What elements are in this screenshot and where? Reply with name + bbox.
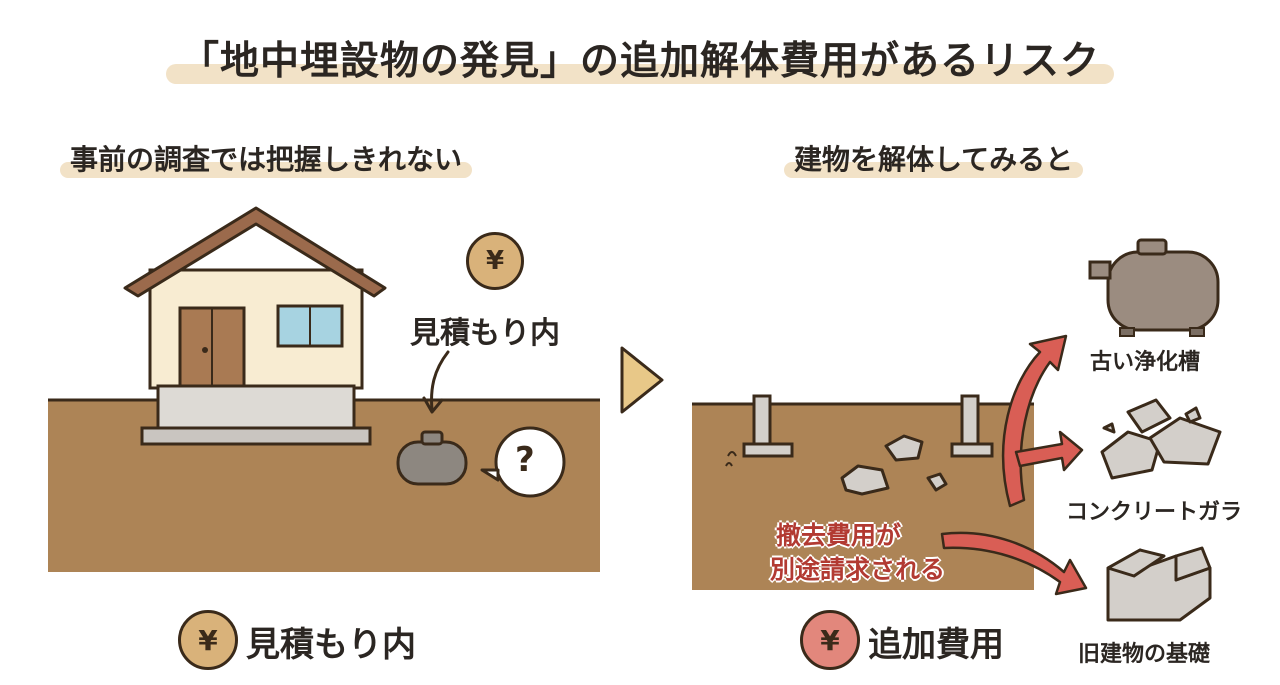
red-arrows-icon <box>940 334 1088 596</box>
removal-note-line2: 別途請求される <box>770 555 946 584</box>
yen-coin-left-icon: ¥ <box>178 610 238 670</box>
house-icon <box>123 206 387 446</box>
right-heading: 建物を解体してみると <box>784 138 1084 178</box>
removal-note-line1: 撤去費用が <box>776 521 902 550</box>
question-bubble-icon <box>480 426 566 498</box>
page-title: 「地中埋設物の発見」の追加解体費用があるリスク <box>165 30 1115 86</box>
yen-coin-top-icon: ¥ <box>466 232 524 290</box>
hidden-tank-icon <box>396 430 468 486</box>
callout-arrow <box>430 350 450 412</box>
buried-debris-icon <box>840 434 948 496</box>
old-foundation-icon <box>1106 546 1212 622</box>
item-label-septic-tank: 古い浄化槽 <box>1090 350 1201 375</box>
left-footer-label: 見積もり内 <box>246 625 416 665</box>
yen-coin-right-icon: ¥ <box>800 610 860 670</box>
septic-tank-icon <box>1088 238 1220 337</box>
item-label-old-foundation: 旧建物の基礎 <box>1078 642 1211 667</box>
question-mark: ? <box>515 440 535 480</box>
item-label-concrete-rubble: コンクリートガラ <box>1066 500 1243 525</box>
foundation-post-icon <box>742 394 994 458</box>
right-footer-label: 追加費用 <box>868 625 1004 665</box>
next-arrow-icon <box>620 346 664 414</box>
left-heading: 事前の調査では把握しきれない <box>60 138 473 178</box>
concrete-rubble-icon <box>1100 398 1222 480</box>
estimate-callout-label: 見積もり内 <box>410 316 560 351</box>
